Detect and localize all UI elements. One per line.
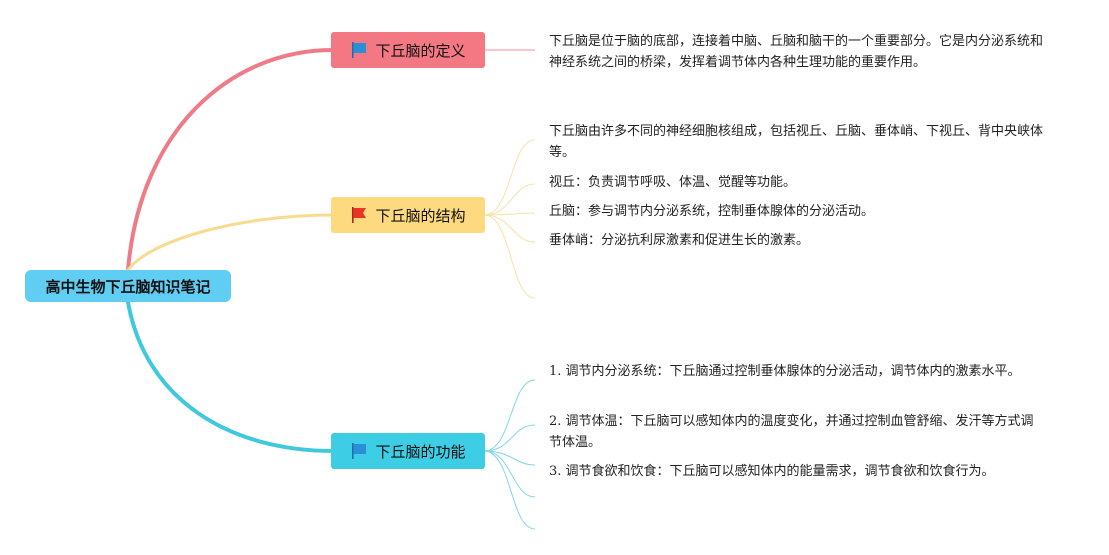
leaf-number: 3. bbox=[549, 464, 562, 479]
connectors-function-leaves bbox=[483, 379, 536, 530]
flag-blue-icon bbox=[352, 443, 367, 459]
leaf-structure-item[interactable]: 垂体峭：分泌抗利尿激素和促进生长的激素。 bbox=[549, 230, 1044, 251]
leaf-definition[interactable]: 下丘脑是位于脑的底部，连接着中脑、丘脑和脑干的一个重要部分。它是内分泌系统和神经… bbox=[549, 31, 1044, 73]
root-topic-label: 高中生物下丘脑知识笔记 bbox=[45, 277, 211, 296]
leaf-text: 下丘脑是位于脑的底部，连接着中脑、丘脑和脑干的一个重要部分。它是内分泌系统和神经… bbox=[549, 34, 1044, 70]
leaf-number: 2. bbox=[549, 414, 562, 429]
leaf-function-item[interactable]: 1. 调节内分泌系统：下丘脑通过控制垂体腺体的分泌活动，调节体内的激素水平。 bbox=[549, 361, 1044, 382]
topic-function-label: 下丘脑的功能 bbox=[375, 442, 466, 461]
topic-structure[interactable]: 下丘脑的结构 bbox=[331, 197, 485, 233]
topic-structure-label: 下丘脑的结构 bbox=[375, 206, 466, 225]
leaf-text: 视丘：负责调节呼吸、体温、觉醒等功能。 bbox=[549, 175, 797, 190]
flag-blue-icon bbox=[352, 42, 367, 58]
leaf-function-item[interactable]: 3. 调节食欲和饮食：下丘脑可以感知体内的能量需求，调节食欲和饮食行为。 bbox=[549, 461, 1044, 482]
leaf-text: 调节食欲和饮食：下丘脑可以感知体内的能量需求，调节食欲和饮食行为。 bbox=[565, 464, 995, 479]
leaf-text: 调节体温：下丘脑可以感知体内的温度变化，并通过控制血管舒缩、发汗等方式调节体温。 bbox=[549, 414, 1034, 450]
topic-definition[interactable]: 下丘脑的定义 bbox=[331, 32, 485, 68]
flag-red-icon bbox=[352, 207, 367, 223]
leaf-structure-overview[interactable]: 下丘脑由许多不同的神经细胞核组成，包括视丘、丘脑、垂体峭、下视丘、背中央峡体等。 bbox=[549, 121, 1044, 163]
connector-root-to-structure bbox=[126, 213, 335, 272]
leaf-structure-item[interactable]: 视丘：负责调节呼吸、体温、觉醒等功能。 bbox=[549, 172, 1044, 193]
leaf-text: 调节内分泌系统：下丘脑通过控制垂体腺体的分泌活动，调节体内的激素水平。 bbox=[565, 364, 1021, 379]
connector-root-to-definition bbox=[126, 48, 335, 272]
connectors-structure-leaves bbox=[483, 139, 536, 299]
connector-root-to-function bbox=[126, 300, 335, 453]
leaf-text: 垂体峭：分泌抗利尿激素和促进生长的激素。 bbox=[549, 233, 810, 248]
topic-definition-label: 下丘脑的定义 bbox=[375, 41, 466, 60]
leaf-number: 1. bbox=[549, 364, 562, 379]
leaf-structure-item[interactable]: 丘脑：参与调节内分泌系统，控制垂体腺体的分泌活动。 bbox=[549, 201, 1044, 222]
topic-function[interactable]: 下丘脑的功能 bbox=[331, 433, 485, 469]
leaf-function-item[interactable]: 2. 调节体温：下丘脑可以感知体内的温度变化，并通过控制血管舒缩、发汗等方式调节… bbox=[549, 411, 1044, 453]
leaf-text: 下丘脑由许多不同的神经细胞核组成，包括视丘、丘脑、垂体峭、下视丘、背中央峡体等。 bbox=[549, 124, 1044, 160]
root-topic[interactable]: 高中生物下丘脑知识笔记 bbox=[25, 270, 231, 302]
leaf-text: 丘脑：参与调节内分泌系统，控制垂体腺体的分泌活动。 bbox=[549, 204, 875, 219]
